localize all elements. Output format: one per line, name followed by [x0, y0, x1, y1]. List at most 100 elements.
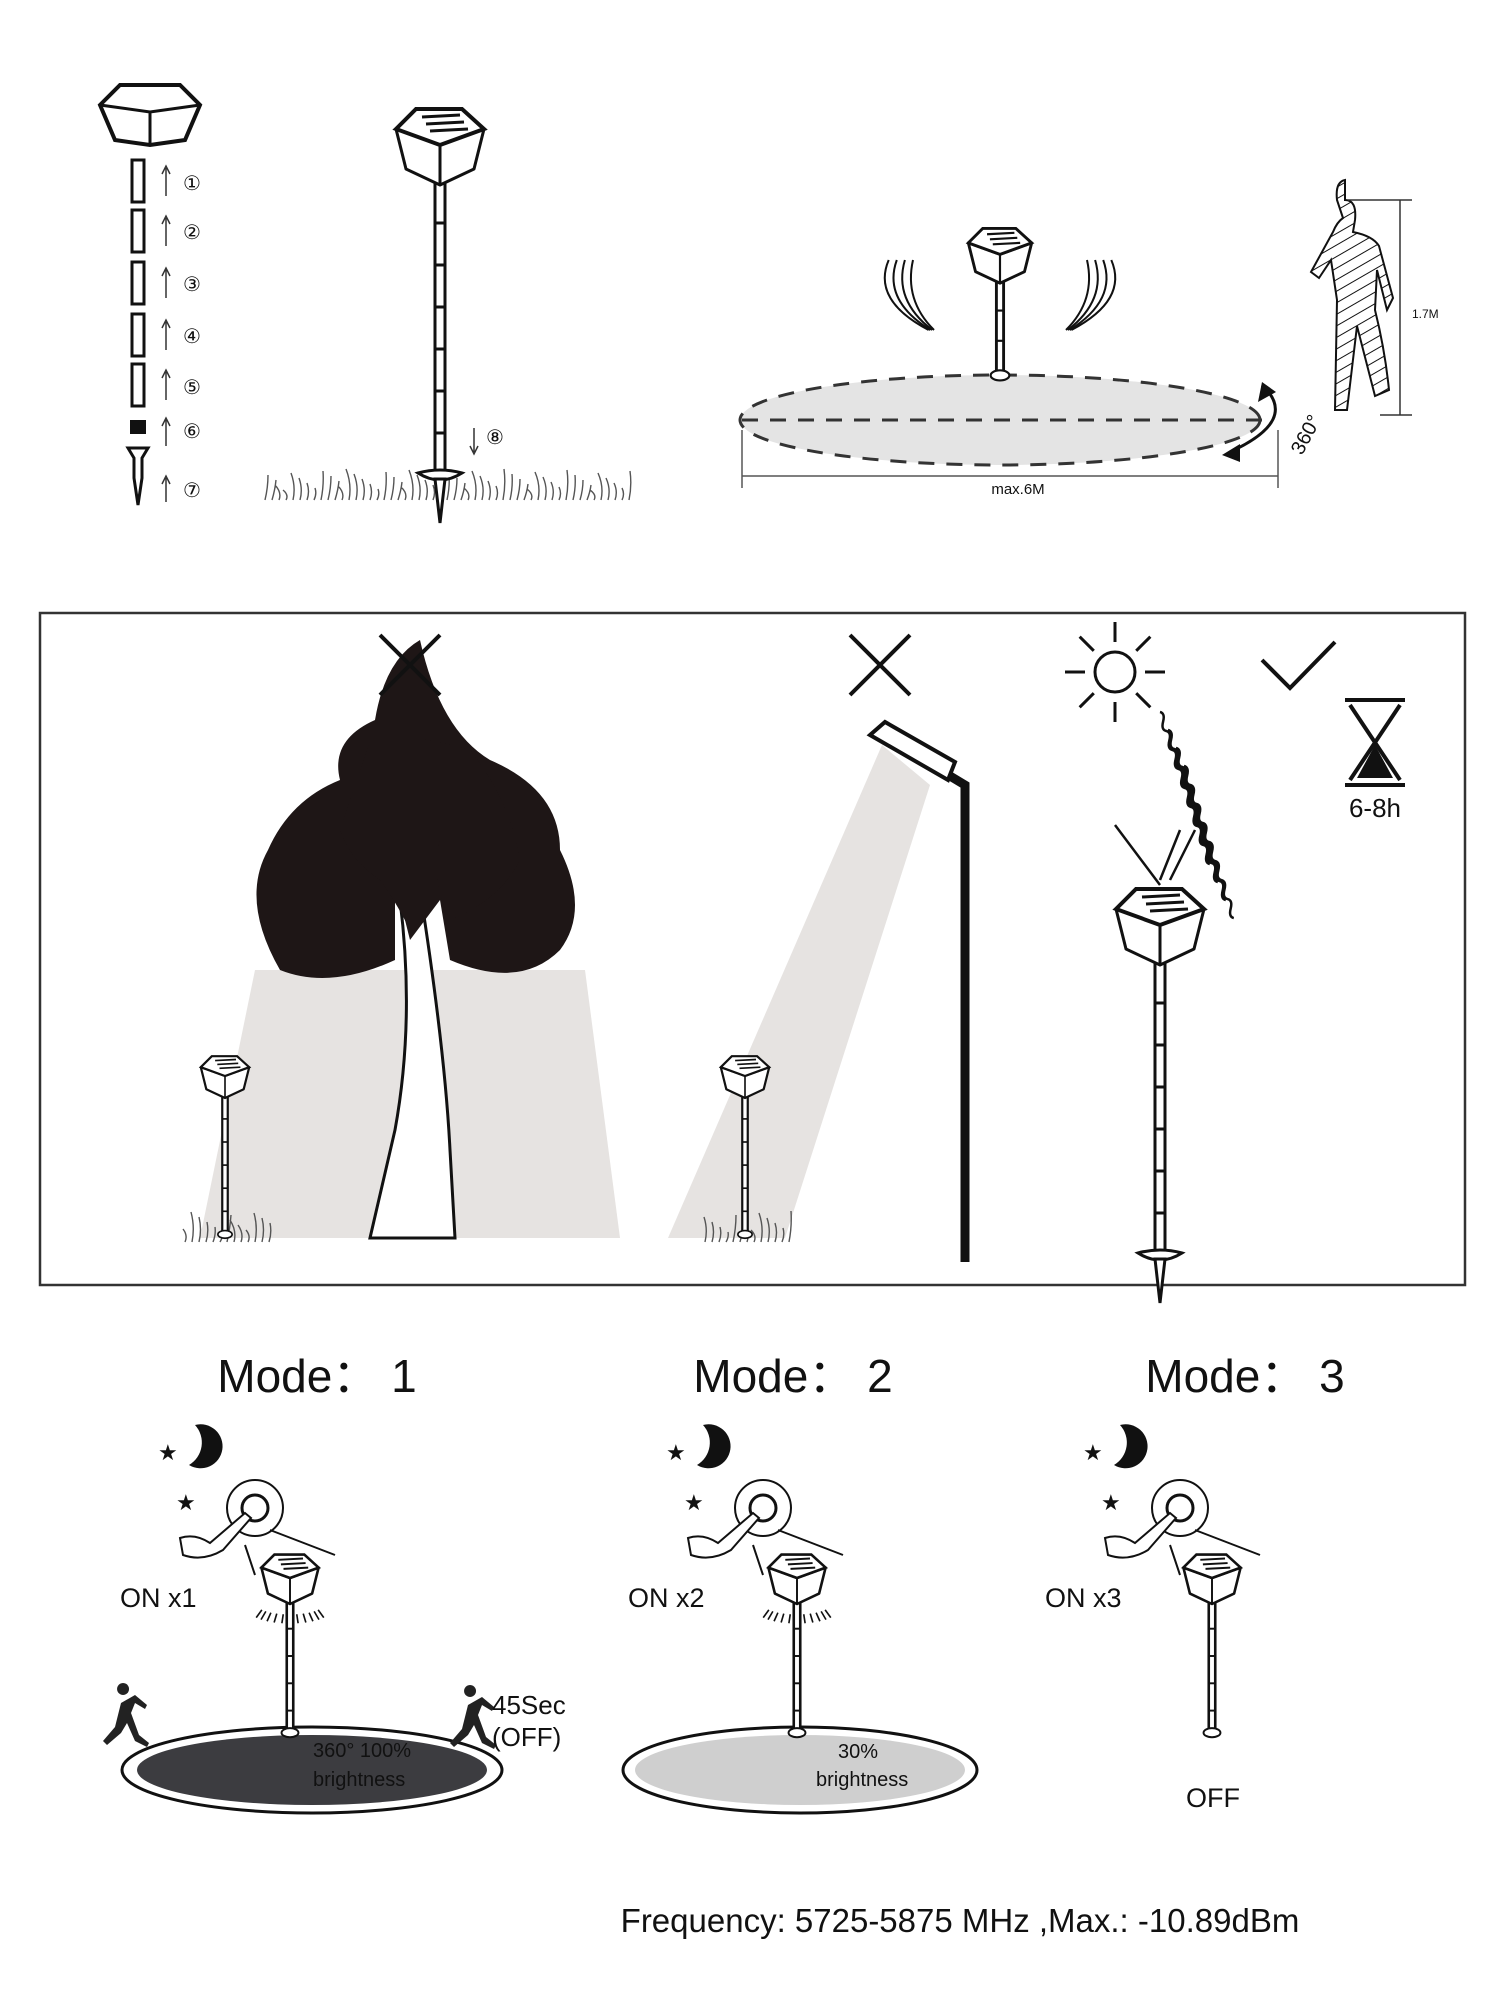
star-icon: ★ [158, 1440, 178, 1465]
light-ray [255, 1609, 263, 1619]
sun-ray [1135, 692, 1152, 709]
modes-section: Mode： 1 ON x1 360° 100% brightness 45Sec… [120, 1350, 1345, 1813]
solar-panel [259, 1553, 322, 1580]
head-edges [99, 103, 201, 145]
sensor-wave [901, 259, 933, 331]
up-arrow-icon [161, 214, 171, 246]
lamp-pole [1207, 1601, 1217, 1735]
angle-label: 360° [1287, 411, 1326, 458]
light-ray [273, 1613, 278, 1623]
detection-zone [738, 178, 1412, 488]
frequency-text: Frequency: 5725-5875 MHz ,Max.: -10.89dB… [621, 1902, 1300, 1939]
panel-line [217, 1062, 239, 1066]
down-arrow-icon [469, 428, 479, 456]
assembled-lamp [392, 107, 488, 524]
mode-2-area-text-2: brightness [816, 1769, 908, 1791]
finger-icon [1103, 1511, 1181, 1576]
panel-line [992, 241, 1021, 246]
runner-icon [103, 1683, 149, 1747]
panel-line [1141, 893, 1181, 899]
mode-3-state: OFF [1186, 1783, 1240, 1813]
collar-part [130, 420, 146, 434]
panel-line [215, 1058, 237, 1062]
runner-icon [450, 1685, 496, 1749]
check-icon [1260, 640, 1337, 691]
panel-line [735, 1058, 757, 1062]
panel-line [278, 1557, 304, 1561]
streetlight-beam [668, 745, 930, 1238]
not-near-streetlight-icon [848, 633, 912, 697]
sensor-wave [1067, 259, 1099, 331]
placement-border [38, 611, 1467, 1287]
placement-section: 6-8h [1349, 793, 1401, 823]
mode-1-lamp [255, 1553, 325, 1739]
sunlight-wave [1175, 746, 1227, 902]
sunlight-wave [1167, 728, 1219, 884]
lamp-near-streetlight [718, 1055, 772, 1240]
stake-collar [414, 468, 466, 482]
person-silhouette [1309, 178, 1395, 411]
step-5: ⑤ [183, 377, 201, 399]
light-ray [780, 1613, 785, 1623]
light-ray [809, 1613, 814, 1623]
lamp-base [989, 369, 1011, 382]
light-ray [788, 1614, 792, 1624]
spike-part [125, 446, 151, 506]
sensor-lamp [965, 227, 1035, 382]
light-ray [260, 1610, 267, 1621]
mode-2-lamp [762, 1553, 832, 1739]
step-6: ⑥ [183, 421, 201, 443]
power-button-icon [240, 1493, 270, 1523]
mode-2-icons: ★★ [666, 1424, 844, 1576]
sensor-wave [892, 259, 931, 331]
mode-areas [103, 1683, 979, 1815]
up-arrow-icon [161, 474, 171, 502]
mode-2-press: ON x2 [628, 1583, 705, 1613]
moon-icon [189, 1424, 223, 1469]
light-ray [295, 1614, 299, 1624]
up-arrow-icon [161, 266, 171, 298]
sensor-wave [1070, 259, 1117, 331]
star-icon: ★ [684, 1490, 704, 1515]
panel-line [429, 127, 469, 133]
moon-icon [1114, 1424, 1148, 1469]
star-icon: ★ [666, 1440, 686, 1465]
mode-3-icons: ★★ [1083, 1424, 1261, 1576]
assembly-section: ① ② ③ ④ ⑤ ⑥ ⑦ ⑧ [183, 173, 504, 502]
sensor-wave [1065, 259, 1091, 331]
not-under-tree-icon [378, 633, 442, 697]
cross-icon [378, 633, 442, 697]
lamp-base [217, 1229, 233, 1240]
power-button-icon [1165, 1493, 1195, 1523]
down-arrow [469, 428, 479, 456]
step-7: ⑦ [183, 480, 201, 502]
finger-icon [686, 1511, 764, 1576]
lamp-base [787, 1727, 807, 1739]
streetlight-pole [937, 766, 970, 1262]
mode-1-title: Mode： 1 [217, 1350, 416, 1402]
up-arrow-icon [161, 368, 171, 400]
step-8: ⑧ [486, 427, 504, 449]
grass [264, 468, 632, 501]
sun-rays-to-panel [1114, 824, 1197, 886]
panel-line [790, 1566, 816, 1570]
up-arrow-icon [161, 164, 171, 196]
sensor-wave [1069, 259, 1108, 331]
step-3: ③ [183, 274, 201, 296]
light-ray [313, 1610, 320, 1621]
light-ray [762, 1609, 770, 1619]
hourglass-icon [1345, 698, 1405, 787]
solar-panel [1181, 1553, 1244, 1580]
panel-line [1200, 1557, 1226, 1561]
light-ray [302, 1613, 307, 1623]
mode-2-lit-area [635, 1735, 965, 1805]
lamp-pole [285, 1601, 295, 1735]
light-ray [820, 1610, 827, 1621]
pole-segment-1 [130, 158, 146, 204]
light-ray [802, 1614, 806, 1624]
height-label: 1.7M [1412, 307, 1439, 321]
mode-1-area-text-2: brightness [313, 1769, 405, 1791]
mode-3-press: ON x3 [1045, 1583, 1122, 1613]
panel-line [1145, 900, 1185, 906]
mode-1-icons: ★★ [158, 1424, 336, 1576]
